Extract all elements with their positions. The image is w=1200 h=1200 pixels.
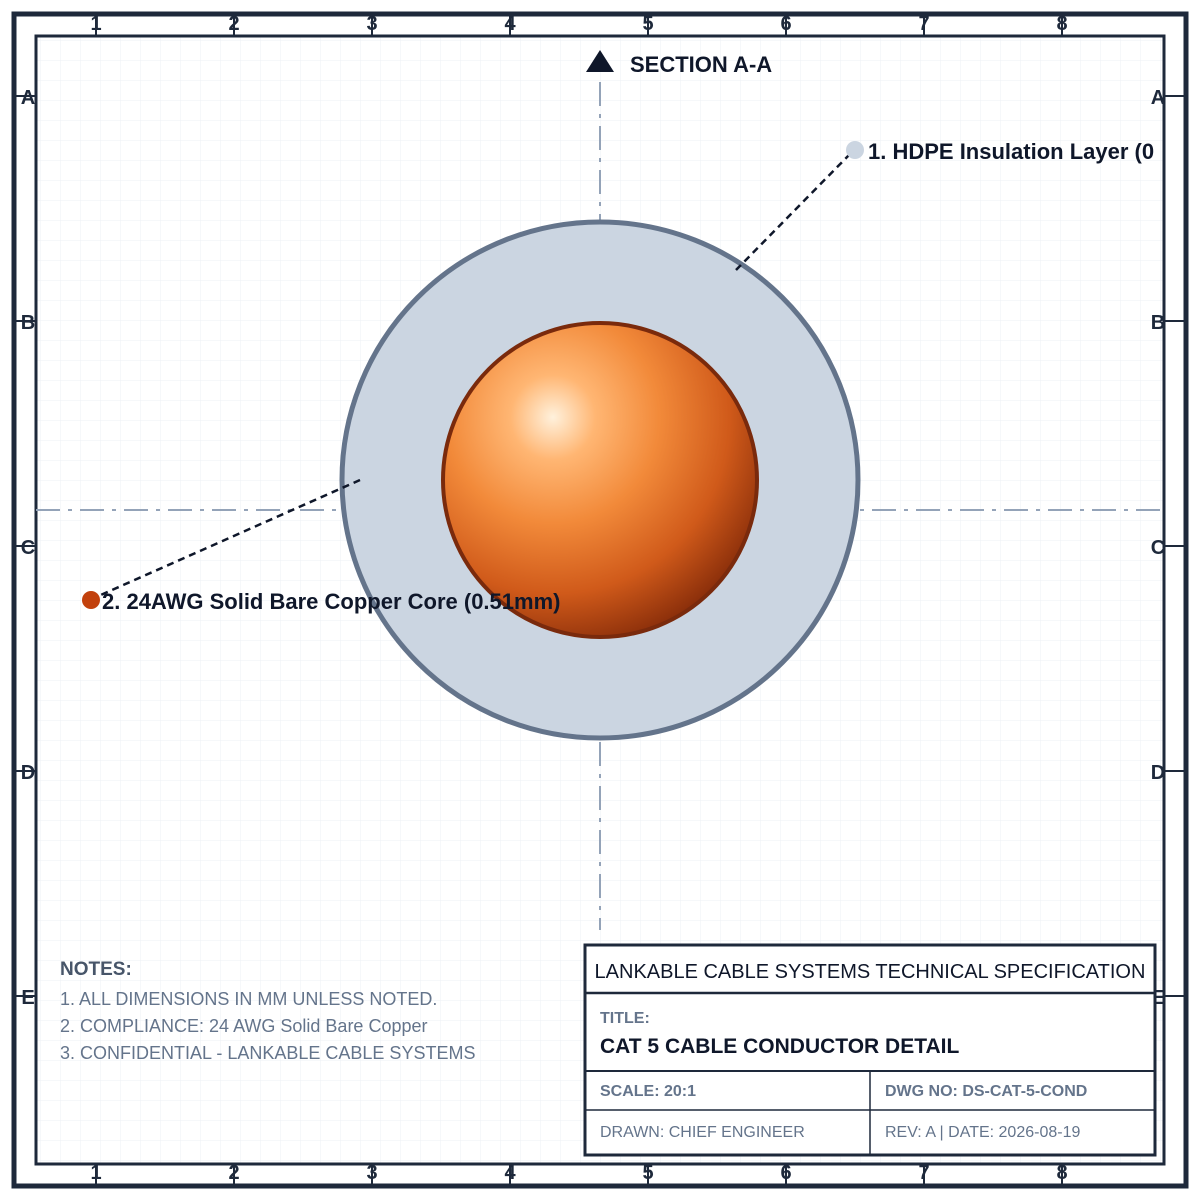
rev-date-field: REV: A | DATE: 2026-08-19	[885, 1124, 1080, 1141]
dwg-no-field: DWG NO: DS-CAT-5-COND	[885, 1083, 1087, 1100]
zone-col-bottom: 7	[918, 1162, 929, 1184]
zone-col-bottom: 1	[90, 1162, 101, 1184]
title-block: LANKABLE CABLE SYSTEMS TECHNICAL SPECIFI…	[583, 943, 1157, 1157]
zone-col-bottom: 4	[504, 1162, 516, 1184]
zone-col-top: 3	[366, 13, 377, 35]
notes-block: NOTES: 1. ALL DIMENSIONS IN MM UNLESS NO…	[60, 959, 475, 1063]
zone-row-left: D	[21, 762, 35, 784]
note-item: 2. COMPLIANCE: 24 AWG Solid Bare Copper	[60, 1016, 427, 1036]
zone-col-top: 2	[228, 13, 239, 35]
drawing-title: CAT 5 CABLE CONDUCTOR DETAIL	[600, 1035, 960, 1058]
core-leader-line	[93, 478, 361, 600]
insulation-callout-label: 1. HDPE Insulation Layer (0	[868, 139, 1154, 164]
inner-border	[34, 34, 1166, 1166]
zone-col-bottom: 3	[366, 1162, 377, 1184]
zone-row-right: D	[1151, 762, 1165, 784]
zone-row-right: C	[1151, 537, 1165, 559]
zone-col-bottom: 6	[780, 1162, 791, 1184]
zone-col-top: 5	[642, 13, 653, 35]
zone-col-top: 7	[918, 13, 929, 35]
section-label: SECTION A-A	[630, 52, 772, 77]
copper-core	[441, 321, 759, 639]
zone-ticks	[14, 14, 1186, 1186]
zone-row-right: A	[1151, 87, 1165, 109]
scale-field: SCALE: 20:1	[600, 1083, 696, 1100]
zone-labels: 1 2 3 4 5 6 7 8 1 2 3 4 5 6 7 8 A B C D …	[21, 13, 1165, 1184]
section-arrow-icon	[586, 50, 614, 72]
zone-col-top: 8	[1056, 13, 1067, 35]
zone-col-bottom: 2	[228, 1162, 239, 1184]
zone-row-left: A	[21, 87, 35, 109]
zone-col-top: 6	[780, 13, 791, 35]
core-callout-label: 2. 24AWG Solid Bare Copper Core (0.51mm)	[102, 589, 560, 614]
zone-row-left: C	[21, 537, 35, 559]
title-label: TITLE:	[600, 1010, 650, 1027]
company-header: LANKABLE CABLE SYSTEMS TECHNICAL SPECIFI…	[595, 961, 1146, 983]
core-callout-marker	[82, 591, 100, 609]
notes-heading: NOTES:	[60, 959, 132, 980]
note-item: 3. CONFIDENTIAL - LANKABLE CABLE SYSTEMS	[60, 1043, 475, 1063]
zone-col-top: 1	[90, 13, 101, 35]
zone-row-left: B	[21, 312, 35, 334]
zone-col-top: 4	[504, 13, 516, 35]
zone-row-left: E	[21, 987, 34, 1009]
drawn-field: DRAWN: CHIEF ENGINEER	[600, 1124, 805, 1141]
zone-col-bottom: 5	[642, 1162, 653, 1184]
zone-col-bottom: 8	[1056, 1162, 1067, 1184]
insulation-leader-line	[735, 151, 853, 271]
zone-row-right: B	[1151, 312, 1165, 334]
note-item: 1. ALL DIMENSIONS IN MM UNLESS NOTED.	[60, 989, 437, 1009]
outer-border	[11, 11, 1189, 1189]
insulation-callout-marker	[846, 141, 864, 159]
